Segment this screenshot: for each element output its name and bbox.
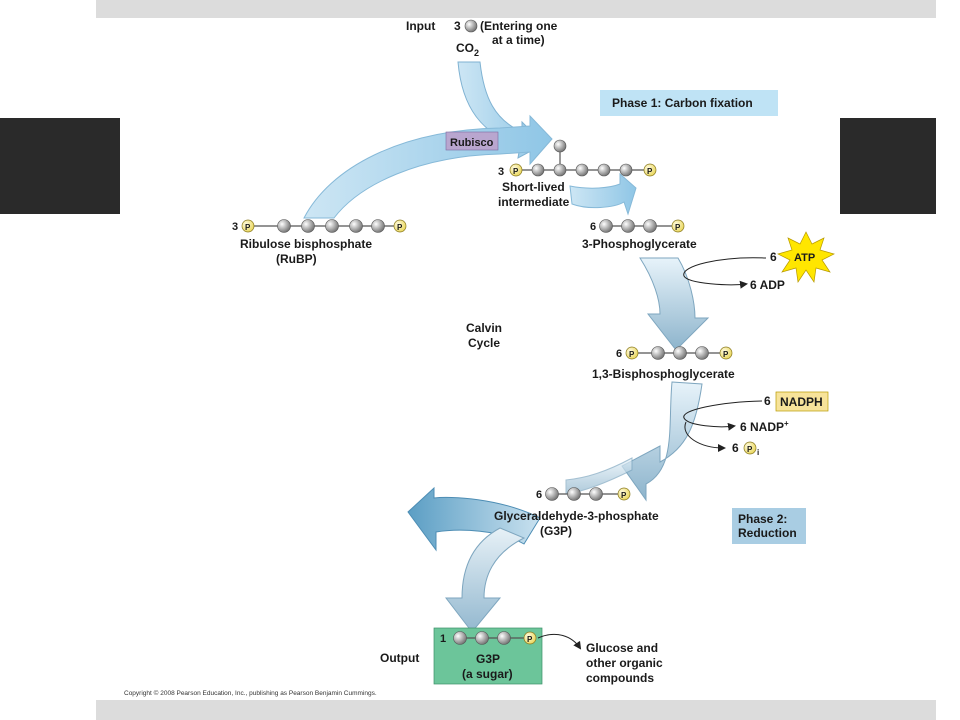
bpg-to-g3p-tail	[565, 457, 633, 495]
phase1-box	[600, 90, 778, 116]
intermediate-line2: intermediate	[498, 195, 570, 209]
pga-label: 3-Phosphoglycerate	[582, 237, 697, 251]
atp-count: 6	[770, 250, 777, 264]
output-dest-line2: other organic	[586, 656, 663, 670]
calvin-cycle-diagram: Input 3 (Entering one at a time) CO2 Pha…	[124, 19, 835, 697]
calvin-line2: Cycle	[468, 336, 500, 350]
atp-burst	[777, 231, 835, 283]
svg-text:P: P	[527, 635, 533, 644]
pi-phosphate-ball	[743, 441, 757, 455]
pi-curve-arrow	[684, 421, 726, 452]
intermediate-to-pga-arrow	[569, 172, 637, 216]
rubp-molecule: P P	[241, 219, 407, 233]
svg-text:P: P	[513, 167, 519, 176]
atp-curve-arrow	[683, 257, 767, 289]
output-dest-line1: Glucose and	[586, 641, 658, 655]
output-g3p-molecule: P	[453, 631, 537, 645]
input-entering-line1: (Entering one	[480, 19, 558, 33]
copyright-text: Copyright © 2008 Pearson Education, Inc.…	[124, 689, 377, 697]
output-to-glucose-arrow	[537, 633, 582, 650]
input-label: Input	[406, 19, 435, 33]
bpg-to-g3p-arrow	[621, 381, 703, 502]
rubp-count: 3	[232, 221, 238, 233]
slide-top-bar	[96, 0, 936, 18]
adp-label: 6 ADP	[750, 278, 785, 292]
phase1-label: Phase 1: Carbon fixation	[612, 96, 753, 110]
bpg-molecule: P P	[625, 346, 733, 360]
input-entering-line2: at a time)	[492, 33, 545, 47]
nadph-label: NADPH	[780, 395, 823, 409]
right-side-block	[840, 118, 936, 214]
g3p-molecule: P	[545, 487, 631, 501]
intermediate-line1: Short-lived	[502, 180, 565, 194]
pi-sub: i	[757, 448, 759, 457]
nadph-curve-arrow	[683, 400, 763, 431]
g3p-to-output-arrow	[444, 527, 526, 633]
left-side-block	[0, 118, 120, 214]
phase2-line1: Phase 2:	[738, 512, 787, 526]
svg-text:P: P	[723, 350, 729, 359]
phase2-line2: Reduction	[738, 526, 797, 540]
pga-count: 6	[590, 221, 596, 233]
phase2-box	[732, 508, 806, 544]
rubisco-box	[445, 131, 499, 151]
output-count: 1	[440, 633, 446, 645]
rubp-line1: Ribulose bisphosphate	[240, 237, 372, 251]
intermediate-count: 3	[498, 166, 504, 178]
input-count: 3	[454, 19, 461, 33]
pi-letter: P	[747, 445, 753, 454]
co2-carbon-ball	[464, 19, 478, 33]
svg-text:P: P	[397, 223, 403, 232]
co2-label: CO2	[456, 41, 479, 58]
atp-label: ATP	[794, 252, 815, 264]
rubp-line2: (RuBP)	[276, 252, 317, 266]
nadp-label: 6 NADP+	[740, 419, 789, 434]
output-label: Output	[380, 651, 419, 665]
nadph-box	[775, 391, 829, 412]
output-dest-line3: compounds	[586, 671, 654, 685]
pi-count: 6	[732, 441, 739, 455]
slide-bottom-bar	[96, 700, 936, 720]
nadph-count: 6	[764, 394, 771, 408]
g3p-line2: (G3P)	[540, 524, 572, 538]
intermediate-molecule: P P	[509, 139, 657, 177]
pga-molecule: P	[599, 219, 685, 233]
pga-to-bpg-arrow	[639, 257, 710, 351]
slide: Input 3 (Entering one at a time) CO2 Pha…	[120, 18, 840, 700]
svg-text:P: P	[629, 350, 635, 359]
output-box-line1: G3P	[476, 652, 500, 666]
svg-text:P: P	[621, 491, 627, 500]
g3p-count: 6	[536, 489, 542, 501]
bpg-count: 6	[616, 348, 622, 360]
calvin-line1: Calvin	[466, 321, 502, 335]
bpg-label: 1,3-Bisphosphoglycerate	[592, 367, 735, 381]
rubisco-label: Rubisco	[450, 137, 494, 149]
output-box-line2: (a sugar)	[462, 667, 513, 681]
svg-text:P: P	[245, 223, 251, 232]
svg-text:P: P	[647, 167, 653, 176]
g3p-line1: Glyceraldehyde-3-phosphate	[494, 509, 659, 523]
svg-text:P: P	[675, 223, 681, 232]
